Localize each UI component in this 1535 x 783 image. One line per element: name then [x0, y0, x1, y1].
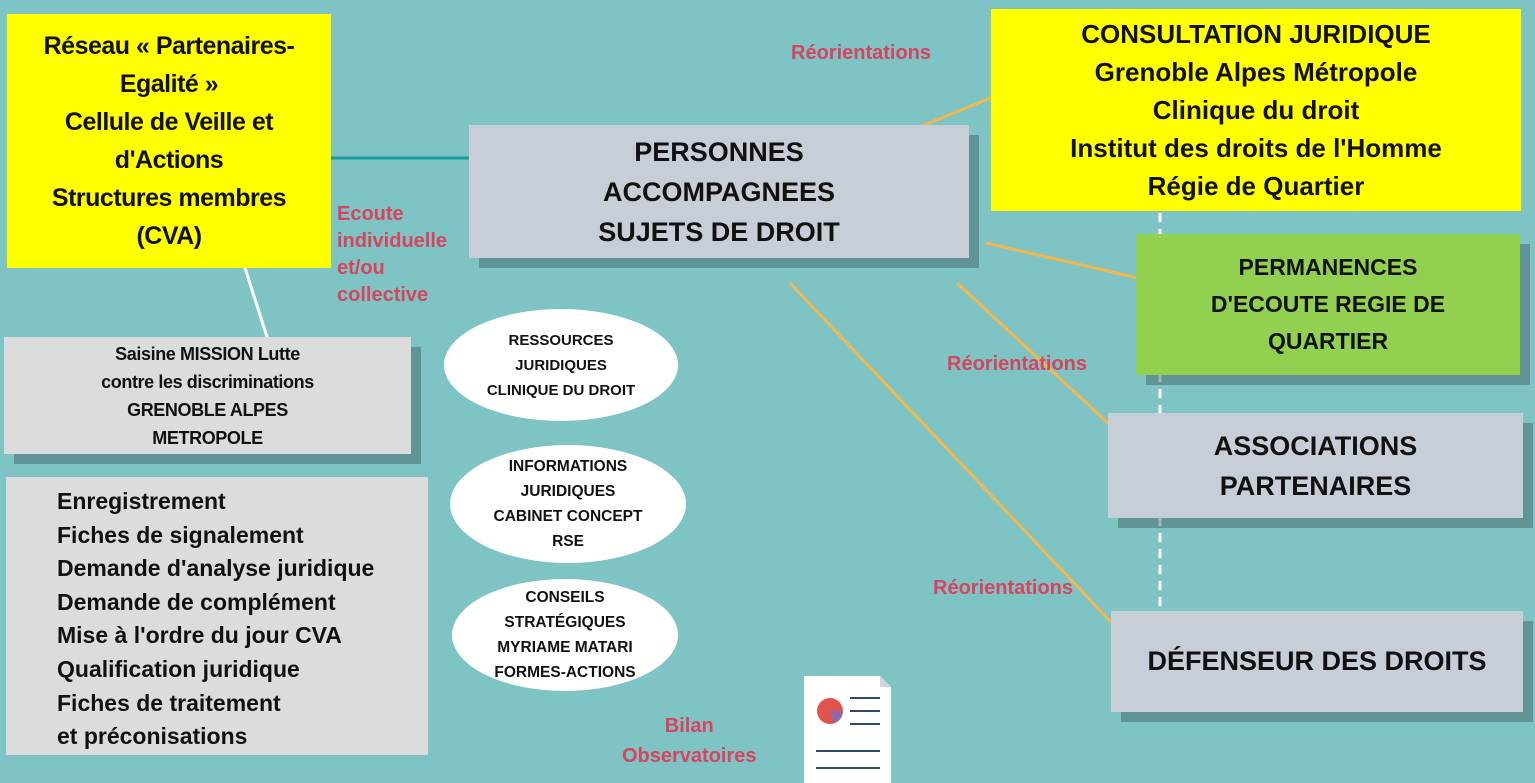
ellipse-line: RESSOURCES [508, 331, 614, 349]
saisine-line: contre les discriminations [101, 371, 314, 392]
saisine-line: METROPOLE [152, 427, 263, 448]
personnes-line: SUJETS DE DROIT [598, 216, 840, 247]
ellipse-ressources: RESSOURCES JURIDIQUES CLINIQUE DU DROIT [444, 309, 678, 421]
consultation-box: CONSULTATION JURIDIQUE Grenoble Alpes Mé… [991, 9, 1521, 211]
ellipse-line: CONSEILS [525, 589, 605, 606]
saisine-line: Saisine MISSION Lutte [115, 343, 300, 364]
step-item: Demande d'analyse juridique [57, 555, 375, 582]
step-item: Demande de complément [57, 588, 336, 615]
ecoute-line: Ecoute [337, 203, 404, 225]
reseau-line: Structures membres [51, 184, 287, 212]
personnes-box: PERSONNES ACCOMPAGNEES SUJETS DE DROIT [469, 125, 969, 258]
ecoute-line: individuelle [337, 230, 448, 252]
ecoute-label: Ecoute individuelle et/ou collective [337, 201, 447, 309]
step-item: Fiches de traitement [57, 689, 281, 716]
personnes-line: PERSONNES [634, 136, 804, 167]
ecoute-line: collective [337, 284, 429, 306]
associations-line: PARTENAIRES [1219, 470, 1412, 501]
ellipse-line: FORMES-ACTIONS [494, 664, 636, 681]
step-item: et préconisations [57, 723, 248, 750]
consultation-line: Institut des droits de l'Homme [1070, 133, 1442, 163]
ellipse-line: RSE [552, 533, 584, 550]
ellipse-line: STRATÉGIQUES [504, 614, 626, 631]
ellipse-line: JURIDIQUES [515, 356, 607, 374]
saisine-line: GRENOBLE ALPES [127, 399, 288, 420]
consultation-line: Régie de Quartier [1147, 171, 1365, 201]
ellipse-line: MYRIAME MATARI [497, 639, 633, 656]
connector-personnes-permanences [985, 241, 1139, 280]
reseau-line: Egalité » [119, 70, 219, 98]
ellipse-line: JURIDIQUES [520, 483, 616, 500]
associations-box: ASSOCIATIONS PARTENAIRES [1108, 413, 1523, 518]
permanences-line: D'ECOUTE REGIE DE [1210, 291, 1446, 317]
reorientations-label-middle: Réorientations [947, 353, 1088, 375]
step-item: Fiches de signalement [57, 521, 304, 548]
permanences-line: PERMANENCES [1238, 254, 1418, 280]
step-item: Mise à l'ordre du jour CVA [57, 622, 342, 649]
connector-personnes-associations [955, 281, 1124, 438]
reorientations-label-bottom: Réorientations [933, 577, 1074, 599]
connector-personnes-defenseur [788, 281, 1114, 625]
permanences-line: QUARTIER [1267, 328, 1389, 354]
steps-box: Enregistrement Fiches de signalement Dem… [6, 477, 428, 755]
ellipse-line: INFORMATIONS [508, 458, 628, 475]
ellipse-line: CABINET CONCEPT [493, 508, 643, 525]
consultation-line: Grenoble Alpes Métropole [1094, 57, 1418, 87]
reseau-box: Réseau « Partenaires- Egalité » Cellule … [7, 14, 331, 268]
consultation-line: CONSULTATION JURIDIQUE [1081, 19, 1431, 49]
reorientations-label-top: Réorientations [791, 42, 932, 64]
associations-line: ASSOCIATIONS [1213, 430, 1418, 461]
bilan-line: Observatoires [622, 745, 757, 767]
step-item: Enregistrement [57, 488, 226, 514]
reseau-line: Réseau « Partenaires- [43, 32, 295, 60]
defenseur-box: DÉFENSEUR DES DROITS [1111, 611, 1523, 712]
saisine-box: Saisine MISSION Lutte contre les discrim… [4, 337, 411, 454]
consultation-line: Clinique du droit [1152, 95, 1360, 125]
reseau-line: (CVA) [136, 222, 202, 250]
ellipse-conseils: CONSEILS STRATÉGIQUES MYRIAME MATARI FOR… [452, 579, 678, 691]
bilan-label: Bilan Observatoires [622, 711, 757, 771]
ellipse-line: CLINIQUE DU DROIT [486, 381, 636, 399]
personnes-line: ACCOMPAGNEES [602, 176, 836, 207]
reseau-line: d'Actions [114, 146, 224, 174]
report-document-icon [804, 676, 891, 783]
ecoute-line: et/ou [337, 257, 385, 279]
step-item: Qualification juridique [57, 655, 300, 682]
defenseur-label: DÉFENSEUR DES DROITS [1147, 646, 1487, 676]
ellipse-informations: INFORMATIONS JURIDIQUES CABINET CONCEPT … [450, 445, 686, 563]
permanences-box: PERMANENCES D'ECOUTE REGIE DE QUARTIER [1136, 234, 1520, 375]
reseau-line: Cellule de Veille et [64, 108, 274, 136]
bilan-line: Bilan [664, 715, 714, 737]
